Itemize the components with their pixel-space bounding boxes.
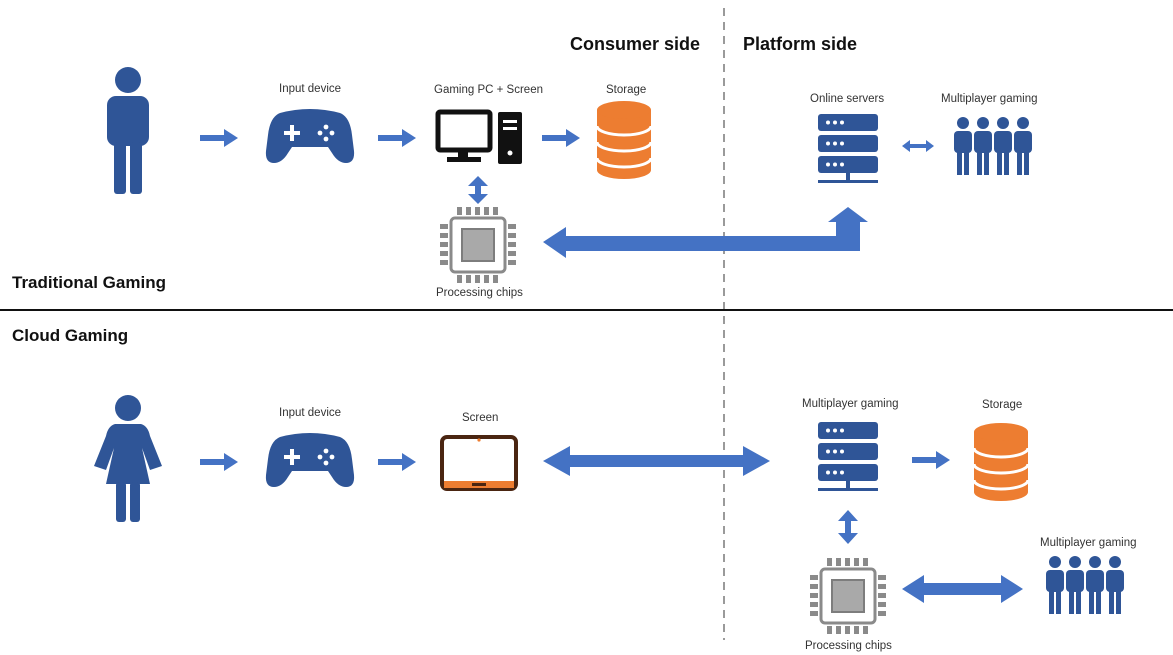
input-device-label: Input device xyxy=(279,407,342,419)
double-arrow-vertical-icon xyxy=(468,176,488,204)
storage-label: Storage xyxy=(982,399,1023,411)
chip-icon xyxy=(808,556,888,636)
screen-label: Screen xyxy=(462,412,499,424)
arrow-right-icon xyxy=(542,129,580,147)
multiplayer-gaming-server-label: Multiplayer gaming xyxy=(802,398,899,410)
gamepad-icon xyxy=(265,433,355,487)
gamepad-icon xyxy=(265,109,355,163)
double-arrow-horizontal-icon xyxy=(902,575,1023,603)
processing-chips-label: Processing chips xyxy=(436,287,523,299)
tablet-screen-icon xyxy=(440,435,518,491)
cloud-gaming-title: Cloud Gaming xyxy=(12,326,129,345)
multiplayer-gaming-label: Multiplayer gaming xyxy=(941,93,1038,105)
storage-label: Storage xyxy=(606,84,647,96)
arrow-right-icon xyxy=(200,453,238,471)
arrow-right-icon xyxy=(378,453,416,471)
double-arrow-vertical-icon xyxy=(838,510,858,544)
long-elbow-arrow-icon xyxy=(543,207,868,258)
arrow-right-icon xyxy=(378,129,416,147)
people-group-icon xyxy=(954,117,1032,175)
gaming-pc-label: Gaming PC + Screen xyxy=(434,84,543,96)
server-icon xyxy=(818,114,878,183)
chip-icon xyxy=(438,205,518,285)
server-icon xyxy=(818,422,878,491)
long-double-arrow-icon xyxy=(543,446,770,476)
traditional-gaming-title: Traditional Gaming xyxy=(12,273,166,292)
double-arrow-horizontal-icon xyxy=(902,140,934,152)
consumer-side-heading: Consumer side xyxy=(570,34,701,54)
arrow-right-icon xyxy=(912,451,950,469)
multiplayer-gaming-label: Multiplayer gaming xyxy=(1040,537,1137,549)
database-icon xyxy=(595,99,653,181)
arrow-right-icon xyxy=(200,129,238,147)
person-icon xyxy=(107,67,149,194)
processing-chips-label: Processing chips xyxy=(805,640,892,652)
input-device-label: Input device xyxy=(279,83,342,95)
platform-side-heading: Platform side xyxy=(743,34,858,54)
desktop-pc-icon xyxy=(435,109,522,164)
people-group-icon xyxy=(1046,556,1124,614)
person-icon xyxy=(94,395,162,522)
database-icon xyxy=(972,421,1030,503)
online-servers-label: Online servers xyxy=(810,93,885,105)
